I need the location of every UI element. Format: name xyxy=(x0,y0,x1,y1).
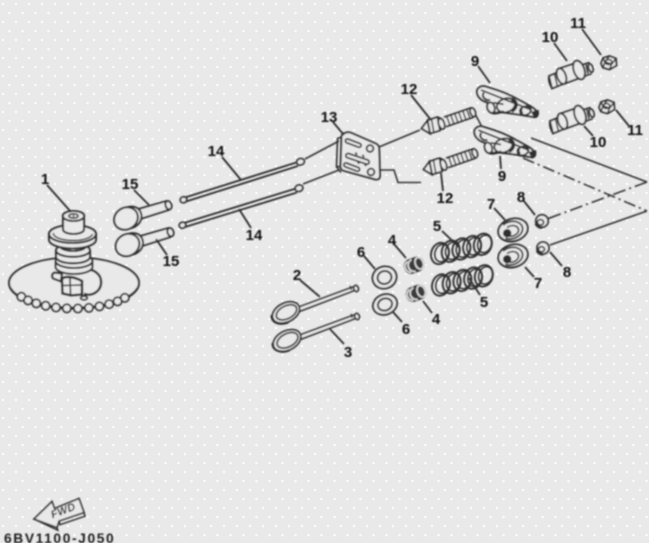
svg-text:11: 11 xyxy=(570,15,586,32)
svg-text:10: 10 xyxy=(590,134,607,151)
svg-text:5: 5 xyxy=(433,218,441,235)
svg-text:14: 14 xyxy=(246,227,263,244)
svg-text:8: 8 xyxy=(517,189,525,206)
svg-text:12: 12 xyxy=(437,190,454,207)
svg-text:14: 14 xyxy=(208,143,225,160)
svg-text:7: 7 xyxy=(534,275,542,292)
svg-text:13: 13 xyxy=(321,109,338,126)
svg-text:7: 7 xyxy=(487,196,495,213)
svg-text:10: 10 xyxy=(542,29,559,46)
svg-text:15: 15 xyxy=(163,253,180,270)
svg-text:9: 9 xyxy=(471,53,479,70)
svg-text:6: 6 xyxy=(402,321,410,338)
svg-text:3: 3 xyxy=(344,344,352,361)
svg-text:6: 6 xyxy=(357,244,365,261)
svg-text:4: 4 xyxy=(388,232,397,249)
svg-text:4: 4 xyxy=(432,311,441,328)
svg-text:2: 2 xyxy=(293,267,301,284)
svg-text:9: 9 xyxy=(498,168,506,185)
svg-text:8: 8 xyxy=(563,264,571,281)
svg-text:12: 12 xyxy=(401,81,418,98)
svg-text:11: 11 xyxy=(627,122,643,139)
svg-text:1: 1 xyxy=(41,171,49,188)
svg-text:15: 15 xyxy=(122,176,139,193)
svg-text:6BV1100-J050: 6BV1100-J050 xyxy=(4,531,115,543)
svg-text:5: 5 xyxy=(480,294,488,311)
